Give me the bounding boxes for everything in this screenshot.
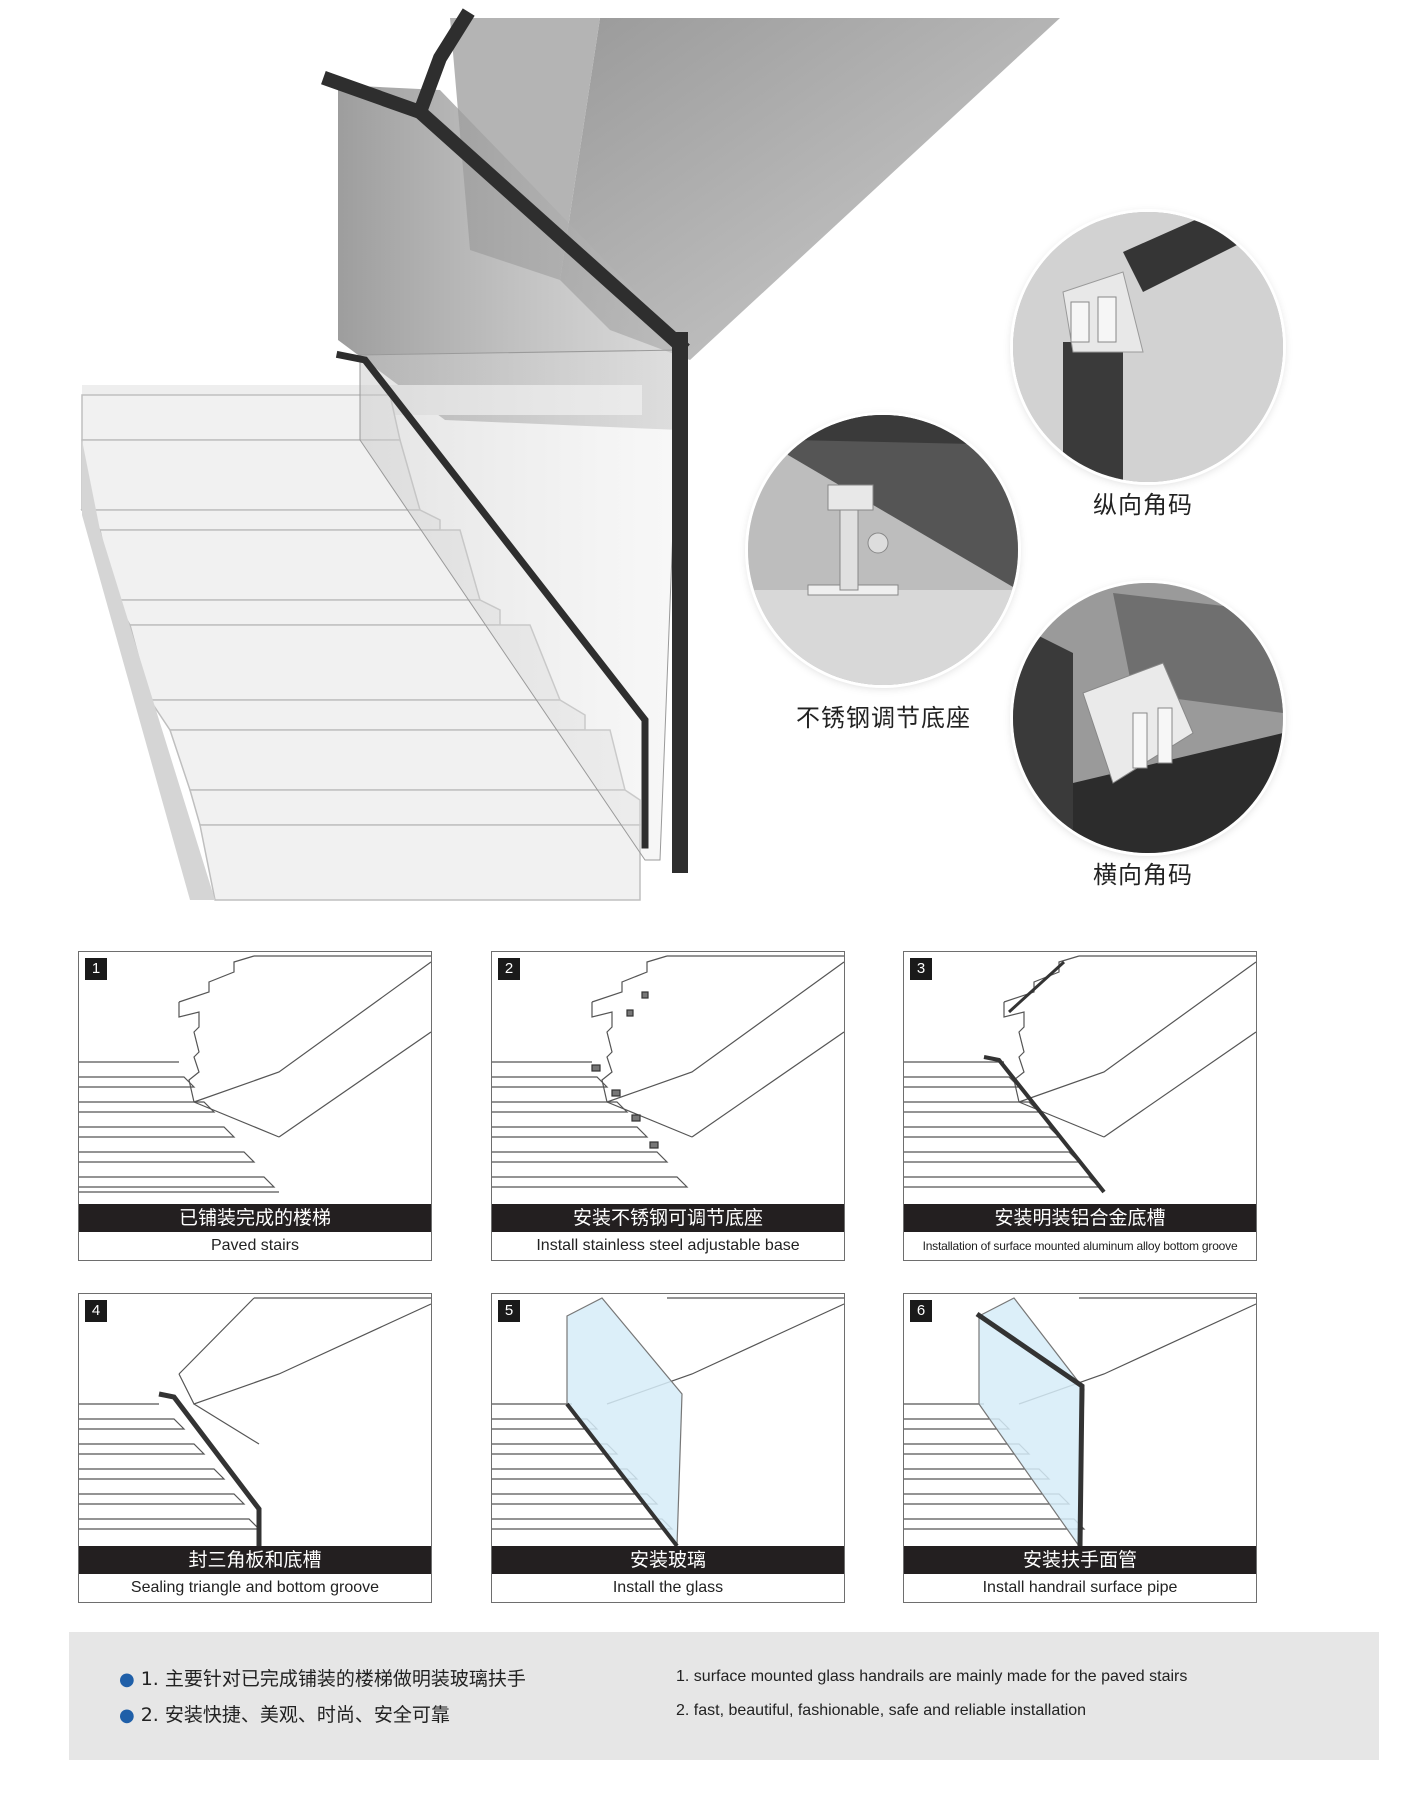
callout-transverse-corner: [1013, 583, 1283, 853]
step-title-cn: 已铺装完成的楼梯: [79, 1204, 431, 1232]
step-title-en: Install stainless steel adjustable base: [536, 1237, 800, 1254]
bullet-icon: ●: [119, 1705, 135, 1726]
note-en-2: 2. fast, beautiful, fashionable, safe an…: [676, 1702, 1087, 1719]
step-panel-6: 6 安装扶手面管 Install handrail surface pipe: [903, 1293, 1257, 1603]
step-panel-1: 1 已铺装完成的楼梯 Paved stairs: [78, 951, 432, 1261]
step-title-cn: 安装不锈钢可调节底座: [492, 1204, 844, 1232]
step-number: 5: [498, 1300, 520, 1322]
note-cn-1-text: 1. 主要针对已完成铺装的楼梯做明装玻璃扶手: [140, 1668, 526, 1690]
step-title-en: Paved stairs: [210, 1237, 300, 1254]
step-3-drawing: [904, 955, 1256, 1194]
step-title-cn: 安装扶手面管: [904, 1546, 1256, 1574]
note-cn-2-text: 2. 安装快捷、美观、时尚、安全可靠: [140, 1704, 450, 1726]
callout-label-adjustable-base: 不锈钢调节底座: [796, 704, 971, 732]
callout-adjustable-base: [748, 415, 1018, 685]
step-2-drawing: [492, 955, 844, 1188]
note-cn-2: ●2. 安装快捷、美观、时尚、安全可靠: [119, 1700, 450, 1727]
step-1-drawing: [79, 955, 431, 1193]
notes-band: ●1. 主要针对已完成铺装的楼梯做明装玻璃扶手 ●2. 安装快捷、美观、时尚、安…: [69, 1632, 1379, 1760]
step-number: 4: [85, 1300, 107, 1322]
step-4-drawing: [79, 1297, 431, 1546]
step-title-en: Install the glass: [612, 1579, 724, 1596]
step-panel-4: 4 封三角板和底槽 Sealing triangle and bottom gr…: [78, 1293, 432, 1603]
callout-label-longitudinal: 纵向角码: [1093, 491, 1193, 519]
transverse-corner-detail: [1013, 583, 1283, 853]
step-number: 6: [910, 1300, 932, 1322]
step-title-en: Install handrail surface pipe: [982, 1579, 1178, 1596]
hero-illustration: [80, 8, 1060, 901]
step-number: 3: [910, 958, 932, 980]
note-en-1: 1. surface mounted glass handrails are m…: [676, 1668, 1188, 1685]
staircase-render: [80, 8, 1060, 901]
step-title-cn: 安装明装铝合金底槽: [904, 1204, 1256, 1232]
adjustable-base-detail: [748, 415, 1018, 685]
step-panel-5: 5 安装玻璃 Install the glass: [491, 1293, 845, 1603]
callout-label-transverse: 横向角码: [1093, 861, 1193, 889]
step-6-drawing: [904, 1297, 1256, 1546]
step-number: 1: [85, 958, 107, 980]
step-title-cn: 封三角板和底槽: [79, 1546, 431, 1574]
callout-longitudinal-corner: [1013, 212, 1283, 482]
step-panel-3: 3 安装明装铝合金底槽 Installation of surface moun…: [903, 951, 1257, 1261]
longitudinal-corner-detail: [1013, 212, 1283, 482]
note-cn-1: ●1. 主要针对已完成铺装的楼梯做明装玻璃扶手: [119, 1664, 526, 1691]
bullet-icon: ●: [119, 1669, 135, 1690]
step-panel-2: 2 安装不锈钢可调节底座 Install stainless steel adj…: [491, 951, 845, 1261]
step-5-drawing: [492, 1297, 844, 1546]
step-title-en: Installation of surface mounted aluminum…: [922, 1239, 1238, 1253]
step-title-cn: 安装玻璃: [492, 1546, 844, 1574]
step-number: 2: [498, 958, 520, 980]
step-title-en: Sealing triangle and bottom groove: [130, 1579, 380, 1596]
